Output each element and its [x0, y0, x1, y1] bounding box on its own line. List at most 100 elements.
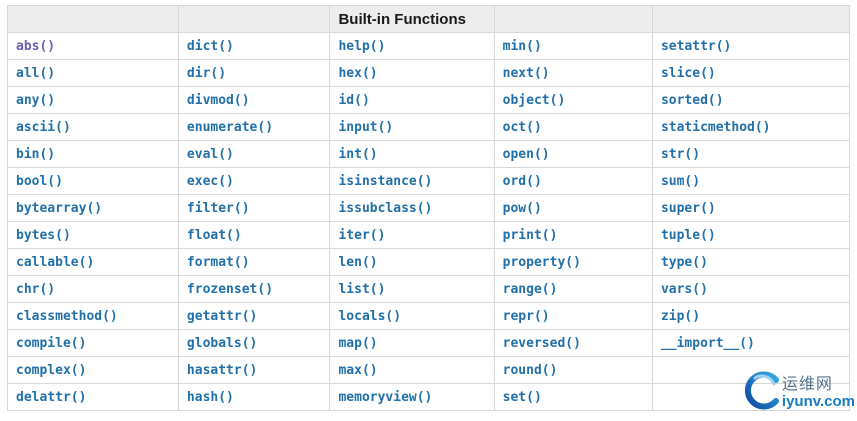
- function-link[interactable]: bin(): [16, 147, 56, 162]
- function-link[interactable]: round(): [502, 363, 558, 378]
- function-link[interactable]: bool(): [16, 174, 63, 189]
- function-link[interactable]: dir(): [186, 66, 227, 81]
- table-row: bool() exec() isinstance() ord() sum(): [7, 167, 851, 195]
- table-cell: any(): [7, 86, 179, 114]
- function-link[interactable]: getattr(): [186, 309, 258, 324]
- function-link[interactable]: range(): [502, 282, 558, 297]
- function-link[interactable]: oct(): [502, 120, 542, 135]
- table-cell: hasattr(): [177, 356, 331, 384]
- function-link[interactable]: sorted(): [660, 93, 724, 108]
- function-link[interactable]: sum(): [660, 174, 701, 189]
- function-link[interactable]: input(): [338, 120, 394, 135]
- function-link[interactable]: frozenset(): [186, 282, 274, 297]
- function-link[interactable]: __import__(): [660, 336, 755, 351]
- function-link[interactable]: str(): [660, 147, 701, 162]
- table-cell: super(): [651, 194, 851, 222]
- function-link[interactable]: help(): [338, 39, 386, 54]
- function-link[interactable]: delattr(): [16, 390, 87, 405]
- table-row: ascii() enumerate() input() oct() staticmeth…: [7, 113, 851, 141]
- header-cell-empty-4: [651, 5, 851, 33]
- function-link[interactable]: set(): [502, 390, 542, 405]
- function-link[interactable]: tuple(): [660, 228, 716, 243]
- function-link[interactable]: all(): [16, 66, 56, 81]
- function-link[interactable]: list(): [338, 282, 386, 297]
- function-link[interactable]: max(): [338, 363, 378, 378]
- table-cell: zip(): [651, 302, 851, 330]
- table-cell: bin(): [7, 140, 179, 168]
- table-cell: bool(): [7, 167, 179, 195]
- function-link[interactable]: ord(): [502, 174, 542, 189]
- function-link[interactable]: isinstance(): [338, 174, 433, 189]
- table-cell: min(): [493, 32, 653, 60]
- table-cell: enumerate(): [177, 113, 331, 141]
- function-link[interactable]: reversed(): [502, 336, 581, 351]
- function-link[interactable]: float(): [186, 228, 242, 243]
- function-link[interactable]: hash(): [186, 390, 234, 405]
- watermark-site-name: 运维网: [781, 376, 833, 394]
- function-link[interactable]: next(): [502, 66, 550, 81]
- function-link[interactable]: issubclass(): [338, 201, 433, 216]
- watermark-text: 运维网 iyunv.com: [781, 376, 855, 410]
- function-link[interactable]: locals(): [338, 309, 402, 324]
- function-link[interactable]: eval(): [186, 147, 234, 162]
- function-link[interactable]: complex(): [16, 363, 87, 378]
- table-cell: filter(): [177, 194, 331, 222]
- function-link[interactable]: vars(): [660, 282, 708, 297]
- table-cell: hex(): [329, 59, 495, 87]
- table-cell: compile(): [7, 329, 179, 357]
- function-link[interactable]: bytearray(): [16, 201, 103, 216]
- function-link[interactable]: repr(): [502, 309, 550, 324]
- function-link[interactable]: any(): [16, 93, 56, 108]
- function-link[interactable]: pow(): [502, 201, 542, 216]
- function-link[interactable]: super(): [660, 201, 716, 216]
- header-cell-empty-1: [7, 5, 179, 33]
- function-link[interactable]: hex(): [338, 66, 378, 81]
- table-cell: int(): [329, 140, 495, 168]
- function-link[interactable]: divmod(): [186, 93, 250, 108]
- function-link[interactable]: zip(): [660, 309, 701, 324]
- table-cell: set(): [493, 383, 653, 411]
- function-link[interactable]: hasattr(): [186, 363, 258, 378]
- table-cell: property(): [493, 248, 653, 276]
- table-cell: tuple(): [651, 221, 851, 249]
- function-link[interactable]: ascii(): [16, 120, 71, 135]
- function-link[interactable]: chr(): [16, 282, 56, 297]
- function-link[interactable]: filter(): [186, 201, 250, 216]
- function-link[interactable]: exec(): [186, 174, 234, 189]
- function-link[interactable]: open(): [502, 147, 550, 162]
- function-link[interactable]: min(): [502, 39, 542, 54]
- table-cell: map(): [329, 329, 495, 357]
- builtin-functions-table-container: Built-in Functions abs()dict()help()min(…: [7, 5, 851, 411]
- function-link[interactable]: len(): [338, 255, 378, 270]
- function-link[interactable]: compile(): [16, 336, 87, 351]
- table-cell: bytes(): [7, 221, 179, 249]
- function-link[interactable]: abs(): [16, 39, 56, 54]
- function-link[interactable]: bytes(): [16, 228, 71, 243]
- table-cell: locals(): [329, 302, 495, 330]
- function-link[interactable]: iter(): [338, 228, 386, 243]
- function-link[interactable]: format(): [186, 255, 250, 270]
- function-link[interactable]: memoryview(): [338, 390, 433, 405]
- function-link[interactable]: slice(): [660, 66, 716, 81]
- table-row: compile() globals() map() reversed() __impor…: [7, 329, 851, 357]
- function-link[interactable]: enumerate(): [186, 120, 274, 135]
- builtin-functions-table: Built-in Functions abs()dict()help()min(…: [7, 5, 851, 411]
- table-cell: float(): [177, 221, 331, 249]
- function-link[interactable]: int(): [338, 147, 378, 162]
- function-link[interactable]: id(): [338, 93, 370, 108]
- function-link[interactable]: object(): [502, 93, 566, 108]
- watermark: 运维网 iyunv.com: [740, 367, 855, 420]
- table-cell: getattr(): [177, 302, 331, 330]
- function-link[interactable]: map(): [338, 336, 378, 351]
- function-link[interactable]: staticmethod(): [660, 120, 771, 135]
- function-link[interactable]: callable(): [16, 255, 95, 270]
- table-row: classmethod() getattr() locals() repr() zip(…: [7, 302, 851, 330]
- function-link[interactable]: globals(): [186, 336, 258, 351]
- function-link[interactable]: setattr(): [660, 39, 732, 54]
- function-link[interactable]: type(): [660, 255, 708, 270]
- function-link[interactable]: print(): [502, 228, 558, 243]
- function-link[interactable]: dict(): [186, 39, 234, 54]
- table-cell: chr(): [7, 275, 179, 303]
- function-link[interactable]: classmethod(): [16, 309, 118, 324]
- function-link[interactable]: property(): [502, 255, 581, 270]
